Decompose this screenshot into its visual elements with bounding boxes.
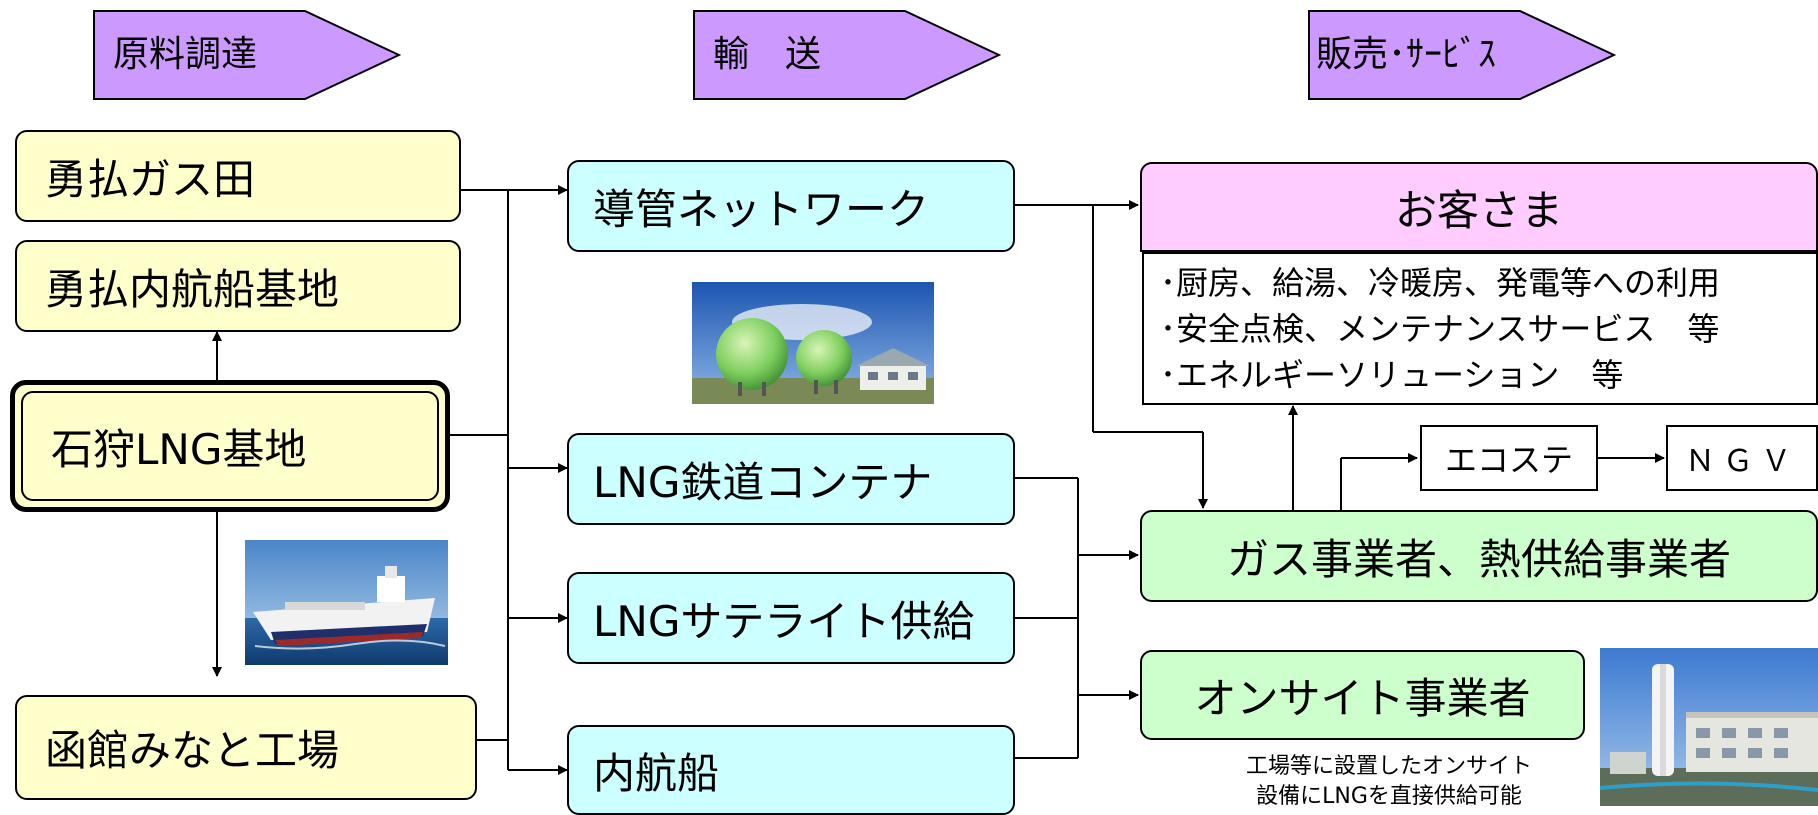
stage-label: 原料調達 bbox=[113, 34, 258, 75]
source-yufutsu-coastal-base: 勇払内航船基地 bbox=[15, 240, 461, 332]
onsite-note-line: 設備にLNGを直接供給可能 bbox=[1256, 784, 1522, 809]
customer-service-item: ･エネルギーソリューション 等 bbox=[1160, 356, 1624, 394]
source-hakodate-factory: 函館みなと工場 bbox=[15, 695, 477, 800]
transport-lng-satellite-supply: LNGサテライト供給 bbox=[567, 572, 1015, 664]
pentagon-arrow-icon bbox=[93, 10, 401, 100]
customer-box: お客さま bbox=[1140, 162, 1818, 252]
customer-service-item: ･安全点検、メンテナンスサービス 等 bbox=[1160, 310, 1720, 348]
storage-tower-icon bbox=[1600, 648, 1818, 806]
transport-pipeline-network: 導管ネットワーク bbox=[567, 160, 1015, 252]
onsite-note: 工場等に設置したオンサイト 設備にLNGを直接供給可能 bbox=[1224, 752, 1554, 812]
onsite-facility-photo bbox=[1600, 648, 1818, 806]
stage-procurement: 原料調達 bbox=[93, 10, 401, 100]
stage-label: 輸 送 bbox=[713, 34, 822, 75]
ecostation-box: エコステ bbox=[1420, 425, 1598, 491]
lng-tanker-photo bbox=[245, 540, 448, 665]
pentagon-arrow-icon bbox=[1308, 10, 1616, 100]
transport-coastal-ship: 内航船 bbox=[567, 725, 1015, 815]
ngv-box: ＮＧＶ bbox=[1666, 425, 1818, 491]
onsite-operators-box: オンサイト事業者 bbox=[1140, 650, 1585, 740]
customer-service-item: ･厨房、給湯、冷暖房、発電等への利用 bbox=[1160, 264, 1721, 302]
source-yufutsu-gas-field: 勇払ガス田 bbox=[15, 130, 461, 222]
onsite-note-line: 工場等に設置したオンサイト bbox=[1245, 754, 1532, 779]
source-ishikari-lng-base-frame: 石狩LNG基地 bbox=[10, 380, 450, 512]
ship-icon bbox=[245, 540, 448, 665]
gas-tank-icon bbox=[692, 282, 934, 404]
stage-transport: 輸 送 bbox=[693, 10, 1001, 100]
stage-label: 販売･ｻｰﾋﾞｽ bbox=[1316, 34, 1497, 75]
stage-sales: 販売･ｻｰﾋﾞｽ bbox=[1308, 10, 1616, 100]
customer-services-list: ･厨房、給湯、冷暖房、発電等への利用 ･安全点検、メンテナンスサービス 等 ･エ… bbox=[1142, 252, 1818, 405]
source-ishikari-lng-base: 石狩LNG基地 bbox=[21, 391, 439, 501]
pentagon-arrow-icon bbox=[693, 10, 1001, 100]
gas-heat-operators-box: ガス事業者、熱供給事業者 bbox=[1140, 510, 1818, 602]
transport-lng-rail-container: LNG鉄道コンテナ bbox=[567, 433, 1015, 525]
gas-holder-photo bbox=[692, 282, 934, 404]
